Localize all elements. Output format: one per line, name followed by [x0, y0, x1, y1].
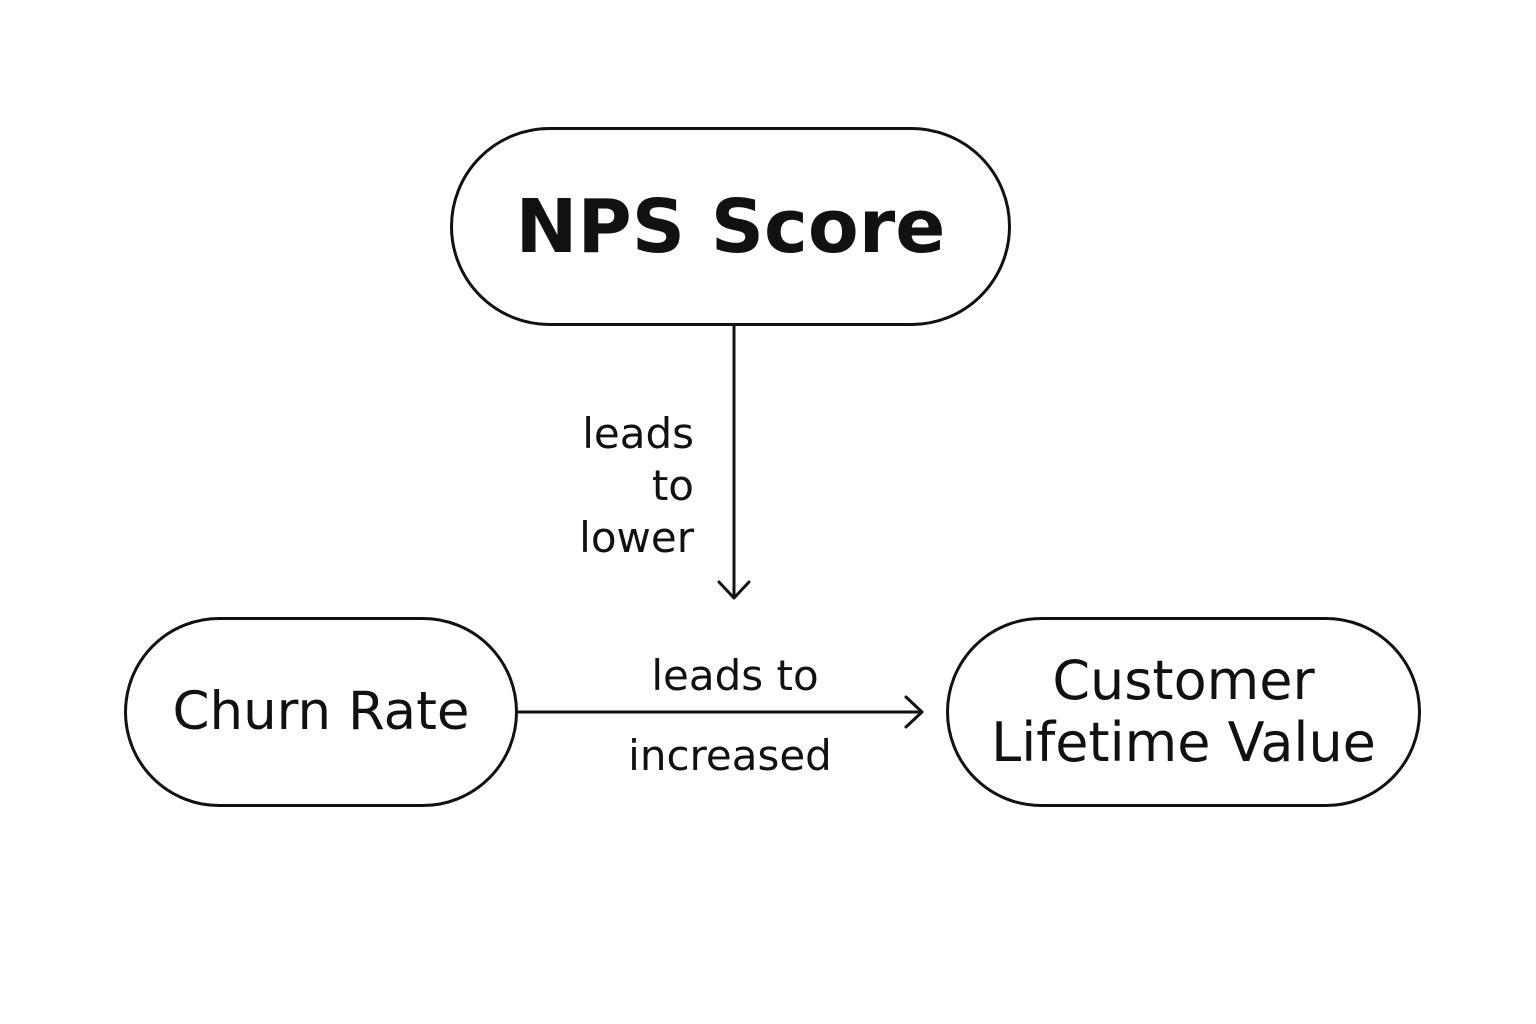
- node-clv-label-line-1: Customer: [1052, 649, 1315, 712]
- edge-nps-to-churn-label-line-1: leads: [582, 409, 694, 458]
- node-churn-rate: Churn Rate: [124, 617, 518, 807]
- edge-nps-to-churn-arrowhead: [717, 580, 751, 600]
- edge-churn-to-clv-label-bottom: increased: [628, 731, 832, 780]
- node-customer-lifetime-value: Customer Lifetime Value: [946, 617, 1421, 807]
- node-churn-rate-label: Churn Rate: [172, 681, 470, 742]
- edge-churn-to-clv-label-top: leads to: [651, 651, 819, 700]
- node-nps-score-label: NPS Score: [515, 183, 946, 270]
- edge-churn-to-clv-arrowhead: [904, 695, 924, 729]
- node-clv-label-line-2: Lifetime Value: [991, 711, 1376, 774]
- edge-nps-to-churn-label: leads to lower: [526, 408, 694, 564]
- node-customer-lifetime-value-label: Customer Lifetime Value: [991, 650, 1376, 774]
- edge-nps-to-churn-label-line-2: to lower: [579, 461, 694, 562]
- node-nps-score: NPS Score: [450, 127, 1011, 326]
